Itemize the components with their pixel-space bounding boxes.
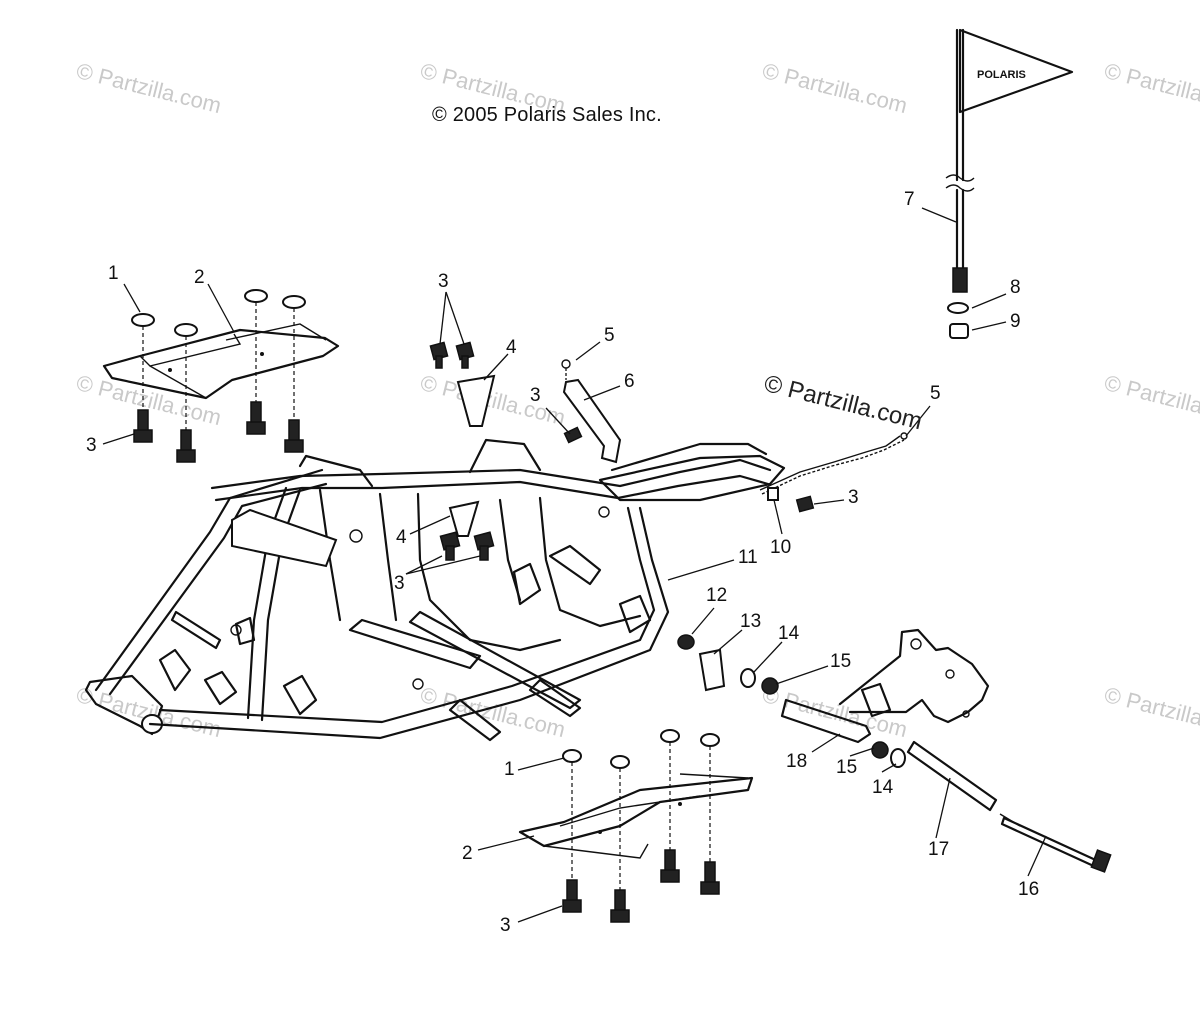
skid-plate-upper xyxy=(102,323,340,400)
sleeve xyxy=(698,648,726,692)
callout-3: 3 xyxy=(86,435,97,456)
callout-15: 15 xyxy=(836,757,858,778)
callout-1: 1 xyxy=(504,759,515,780)
callout-3: 3 xyxy=(500,915,511,936)
callout-1: 1 xyxy=(108,263,119,284)
callout-8: 8 xyxy=(1010,277,1021,298)
callout-4: 4 xyxy=(396,527,407,548)
swing-arm xyxy=(780,628,990,744)
callout-3: 3 xyxy=(530,385,541,406)
callout-11: 11 xyxy=(738,547,758,568)
bushing-nut xyxy=(677,634,695,650)
callout-14: 14 xyxy=(778,623,800,644)
bolt-group-lower xyxy=(562,849,720,923)
gusset-lower xyxy=(448,500,480,537)
callout-14: 14 xyxy=(872,777,894,798)
callout-5: 5 xyxy=(930,383,941,404)
skid-plate-lower xyxy=(518,773,754,859)
nut xyxy=(174,323,198,337)
callout-16: 16 xyxy=(1018,879,1040,900)
callout-5: 5 xyxy=(604,325,615,346)
gusset-upper xyxy=(456,374,496,427)
callout-7: 7 xyxy=(904,189,915,210)
callout-18: 18 xyxy=(786,751,808,772)
nut xyxy=(610,755,630,769)
bracket xyxy=(561,359,622,464)
leader-lines xyxy=(102,207,1047,923)
callout-17: 17 xyxy=(928,839,950,860)
copyright-notice: © 2005 Polaris Sales Inc. xyxy=(432,104,662,126)
bolt-group-gusset-top xyxy=(429,341,475,369)
washer xyxy=(890,748,906,768)
bolt-group-upper xyxy=(133,401,304,463)
callout-12: 12 xyxy=(706,585,728,606)
nut xyxy=(282,295,306,309)
flag-logo-text: POLARIS xyxy=(977,69,1026,81)
nut xyxy=(660,729,680,743)
callout-15: 15 xyxy=(830,651,852,672)
callout-10: 10 xyxy=(770,537,792,558)
pivot-tube xyxy=(906,740,998,812)
bushing xyxy=(871,741,889,759)
main-frame xyxy=(84,438,786,742)
safety-flag: POLARIS xyxy=(945,28,1074,339)
callout-2: 2 xyxy=(194,267,205,288)
callout-3: 3 xyxy=(438,271,449,292)
bushing xyxy=(761,677,779,695)
callout-2: 2 xyxy=(462,843,473,864)
nut xyxy=(562,749,582,763)
callout-3: 3 xyxy=(848,487,859,508)
tether-cable xyxy=(759,432,908,513)
nut xyxy=(700,733,720,747)
washer xyxy=(740,668,756,688)
callout-4: 4 xyxy=(506,337,517,358)
callout-6: 6 xyxy=(624,371,635,392)
callout-13: 13 xyxy=(740,611,762,632)
callout-9: 9 xyxy=(1010,311,1021,332)
nut xyxy=(131,313,155,327)
pivot-bolt xyxy=(999,813,1112,873)
callout-3: 3 xyxy=(394,573,405,594)
nut xyxy=(244,289,268,303)
bolt-group-gusset-lower xyxy=(439,531,495,561)
